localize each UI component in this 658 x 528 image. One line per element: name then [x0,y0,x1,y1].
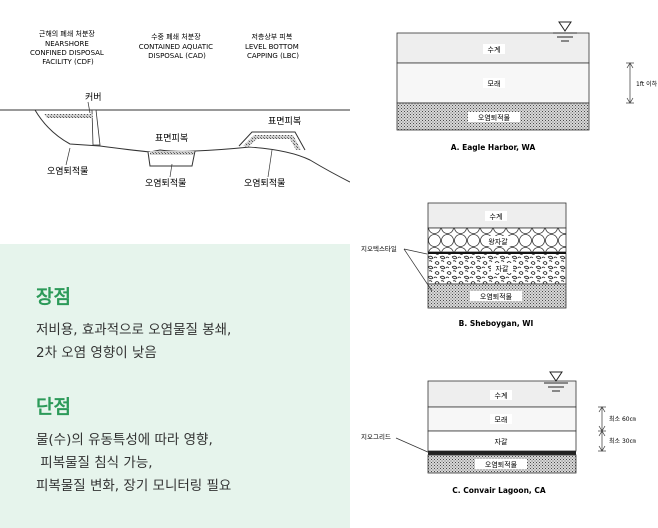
cons-line: 물(수)의 유동특성에 따라 영향, [36,432,213,448]
cad-label: 수중 폐쇄 처분장 CONTAINED AQUATIC DISPOSAL (CA… [139,32,216,60]
cover-label: 커버 [85,92,102,103]
case-a-sediment-label: 오염퇴적물 [478,113,511,122]
case-c-dim2-label: 최소 30㎝ [609,437,636,445]
case-b: 수계 왕자갈 자갈 오염퇴적물 지오텍스타일 B. Sheboygan, WI [361,202,567,328]
case-b-geotextile-label: 지오텍스타일 [361,244,397,253]
case-b-rock-label: 왕자갈 [488,237,508,246]
capping-methods-diagram: 근해의 폐쇄 처분장 NEARSHORE CONFINED DISPOSAL F… [0,29,350,189]
case-a-water-label: 수계 [488,45,501,54]
cdf-sediment-label: 오염퇴적물 [47,165,88,177]
water-level-icon [558,21,572,32]
case-c-geogrid-label: 지오그리드 [361,432,391,441]
case-c-dim1-label: 최소 60㎝ [609,415,636,423]
case-c-sediment-label: 오염퇴적물 [485,460,518,469]
cdf-cover [44,114,93,118]
case-b-sediment-label: 오염퇴적물 [480,292,513,301]
case-b-water-label: 수계 [490,212,503,221]
cons-line: 피복물질 침식 가능, [36,455,153,471]
case-a-sand-label: 모래 [488,79,501,88]
pros-cons-panel: 장점 저비용, 효과적으로 오염물질 봉쇄, 2차 오염 영향이 낮음 단점 물… [0,244,350,528]
cons-text: 물(수)의 유동특성에 따라 영향, 피복물질 침식 가능, 피복물질 변화, … [36,429,231,498]
case-b-gravel-label: 자갈 [496,264,509,273]
lbc-cap [243,135,301,150]
case-b-caption: B. Sheboygan, WI [459,319,534,328]
cdf-label: 근해의 폐쇄 처분장 NEARSHORE CONFINED DISPOSAL F… [30,29,106,66]
case-c-sand-label: 모래 [495,415,508,424]
case-studies-diagram: 수계 모래 오염퇴적물 1ft 이하 A. Eagle Harbor, WA 수… [361,21,658,495]
pros-line: 2차 오염 영향이 낮음 [36,345,157,361]
cad-cap [150,151,194,155]
cons-title: 단점 [36,396,71,418]
case-c-water-label: 수계 [495,391,508,400]
lbc-cover-label: 표면피복 [268,116,301,127]
case-c-caption: C. Convair Lagoon, CA [452,486,546,495]
cdf-dike [91,109,101,146]
cad-cover-label: 표면피복 [155,133,188,144]
cad-sediment-label: 오염퇴적물 [145,177,186,189]
pros-line: 저비용, 효과적으로 오염물질 봉쇄, [36,322,232,338]
water-level-icon [549,371,563,382]
cons-line: 피복물질 변화, 장기 모니터링 필요 [36,478,232,494]
case-a: 수계 모래 오염퇴적물 1ft 이하 A. Eagle Harbor, WA [396,21,658,152]
case-a-depth-label: 1ft 이하 [636,80,658,88]
pros-title: 장점 [36,286,71,308]
case-c-gravel-label: 자갈 [495,437,508,446]
pros-text: 저비용, 효과적으로 오염물질 봉쇄, 2차 오염 영향이 낮음 [36,319,231,365]
lbc-sediment-label: 오염퇴적물 [244,177,285,189]
case-c: 수계 모래 자갈 오염퇴적물 지오그리드 최소 60㎝ 최소 30㎝ C. Co… [361,371,636,495]
lbc-label: 저층상부 피복 LEVEL BOTTOM CAPPING (LBC) [245,32,301,60]
case-a-caption: A. Eagle Harbor, WA [451,143,536,152]
